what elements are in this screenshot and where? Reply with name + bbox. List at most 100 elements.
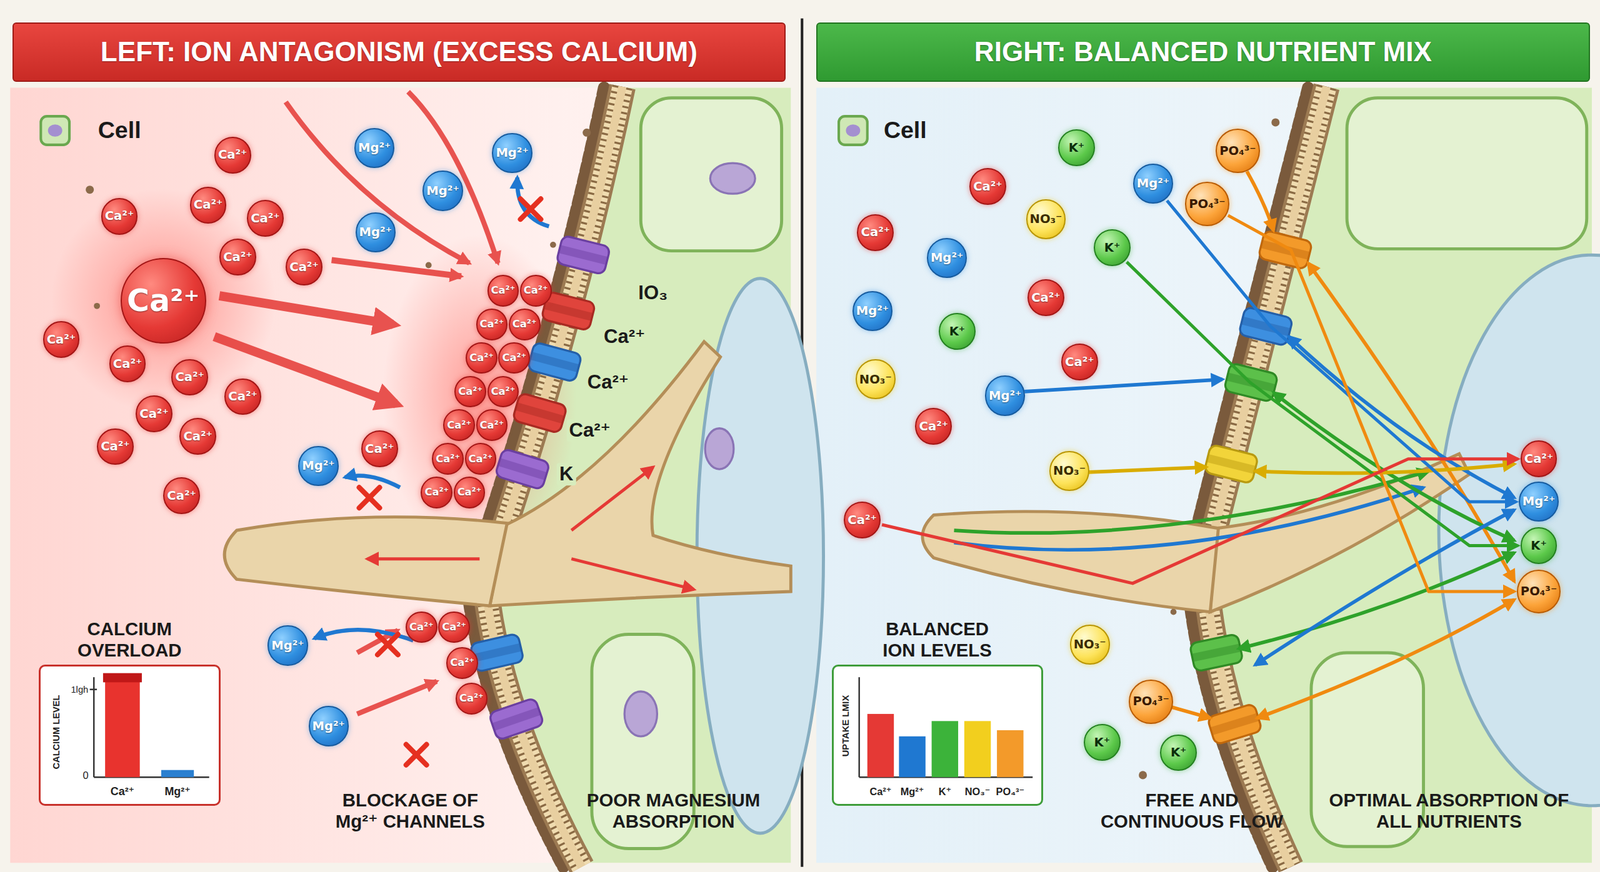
transport-arrow xyxy=(1256,600,1514,719)
ion-ball: Mg²⁺ xyxy=(985,375,1025,416)
ion-symbol: Ca²⁺ xyxy=(501,353,527,364)
banner-title: RIGHT: BALANCED NUTRIENT MIX xyxy=(974,36,1432,67)
ion-channel xyxy=(512,392,568,434)
chart-bar xyxy=(898,736,925,778)
root-hair xyxy=(224,517,507,607)
ion-ball: Ca²⁺ xyxy=(453,476,486,509)
chart-bar xyxy=(867,714,894,778)
ion-symbol: Mg²⁺ xyxy=(271,640,304,653)
banner-title: LEFT: ION ANTAGONISM (EXCESS CALCIUM) xyxy=(100,36,698,67)
chart-bar-cap xyxy=(103,673,142,684)
membrane-label: IO₃ xyxy=(635,281,670,305)
calcium-flood-arrow xyxy=(356,681,437,715)
ion-channel xyxy=(470,633,525,673)
ion-symbol: Ca²⁺ xyxy=(469,353,494,364)
ion-symbol: Ca²⁺ xyxy=(523,285,549,296)
ion-ball: Ca²⁺ xyxy=(454,376,487,409)
block-mark xyxy=(377,635,399,656)
ion-ball: Ca²⁺ xyxy=(135,395,173,433)
bounce-arrow xyxy=(345,475,400,488)
axis-title: CALCIUM LEVEL xyxy=(50,695,62,770)
ion-channel xyxy=(556,235,611,275)
axis-category: Mg²⁺ xyxy=(164,785,190,799)
ion-channel xyxy=(488,698,545,742)
ion-symbol: Ca²⁺ xyxy=(491,386,516,397)
caption-text: BLOCKAGE OF Mg²⁺ CHANNELS xyxy=(325,790,495,833)
ion-symbol: PO₄³⁻ xyxy=(1132,695,1169,709)
uptake-arrow xyxy=(1088,467,1207,473)
root-flow-arrow xyxy=(367,557,480,561)
axis-category: PO₄³⁻ xyxy=(996,786,1025,799)
block-mark xyxy=(520,198,542,220)
calcium-flood-arrow xyxy=(219,295,394,325)
plant-cell xyxy=(640,98,782,252)
ion-symbol: Ca²⁺ xyxy=(365,443,395,456)
ion-symbol: K⁺ xyxy=(1530,540,1547,553)
ion-channel xyxy=(1206,703,1262,746)
calcium-flood-arrow xyxy=(214,336,397,405)
flow-arrow xyxy=(1126,261,1519,546)
soil-grain xyxy=(550,241,557,249)
chart-bar xyxy=(105,675,140,778)
ion-symbol: Ca²⁺ xyxy=(441,622,467,633)
chart-heading: BALANCED ION LEVELS xyxy=(868,618,1007,662)
flow-arrow xyxy=(1166,200,1517,502)
root-flow-arrow xyxy=(954,487,1424,550)
root-hair xyxy=(490,341,792,607)
chart-ground xyxy=(831,665,1044,807)
ion-ball: Ca²⁺ xyxy=(1520,440,1558,478)
ion-symbol: Ca²⁺ xyxy=(435,454,460,465)
ion-symbol: Ca²⁺ xyxy=(223,251,253,264)
flow-arrow xyxy=(1228,215,1515,592)
ion-ball: PO₄³⁻ xyxy=(1215,128,1260,173)
ion-ball: Ca²⁺ xyxy=(109,345,147,383)
calcium-flood-arrow xyxy=(408,91,499,264)
ion-symbol: K⁺ xyxy=(949,325,966,339)
ion-ball: Ca²⁺ xyxy=(508,308,541,341)
chart-bar xyxy=(161,770,194,778)
bar-chart-box: BALANCED ION LEVELS xyxy=(831,665,1044,806)
ion-symbol: Ca²⁺ xyxy=(480,420,505,431)
ion-symbol: Ca²⁺ xyxy=(183,430,213,444)
axis-category: Ca²⁺ xyxy=(110,785,135,799)
membrane-label: K xyxy=(556,463,576,486)
transport-arrow xyxy=(1238,553,1515,649)
calcium-flood-arrow xyxy=(285,101,470,264)
ion-ball: Ca²⁺ xyxy=(465,342,498,375)
uptake-arrow xyxy=(1170,706,1211,719)
ion-ball: K⁺ xyxy=(1083,724,1121,762)
chart-axis xyxy=(93,677,95,778)
ion-ball: Ca²⁺ xyxy=(190,186,227,224)
ion-ball: Ca²⁺ xyxy=(246,200,284,237)
ion-ball: Ca²⁺ xyxy=(179,418,217,455)
ion-ball: Ca²⁺ xyxy=(1061,343,1099,381)
ion-ball: Mg²⁺ xyxy=(491,133,532,174)
ion-symbol: Ca²⁺ xyxy=(1524,453,1554,466)
ion-symbol: Ca²⁺ xyxy=(468,454,494,465)
ion-ball: K⁺ xyxy=(1058,129,1095,167)
ion-symbol: Ca²⁺ xyxy=(1065,356,1095,369)
ion-symbol: Ca²⁺ xyxy=(457,487,482,498)
ion-ball: Ca²⁺ xyxy=(476,308,509,341)
ion-symbol: Ca²⁺ xyxy=(861,226,891,239)
soil-grain xyxy=(1170,609,1177,616)
ion-symbol: Mg²⁺ xyxy=(1136,177,1170,190)
ion-channel xyxy=(1189,633,1244,672)
ion-ball: Ca²⁺ xyxy=(163,477,200,515)
axis-category: Mg²⁺ xyxy=(900,786,925,799)
ion-ball: Ca²⁺ xyxy=(487,275,520,307)
ion-symbol: Ca²⁺ xyxy=(126,285,200,317)
axis-tick-label: 0 xyxy=(83,769,89,782)
ion-ball: NO₃⁻ xyxy=(855,359,896,400)
soil-grain xyxy=(425,262,432,269)
ion-ball: Ca²⁺ xyxy=(969,168,1007,205)
ion-symbol: NO₃⁻ xyxy=(1030,213,1063,226)
axis-tick-label: 1lgh xyxy=(70,684,89,695)
membrane-label: Ca²⁺ xyxy=(585,371,632,394)
chart-axis xyxy=(858,677,860,778)
ion-ball: NO₃⁻ xyxy=(1026,199,1067,240)
axis-title: UPTAKE LMIX xyxy=(840,695,852,757)
ion-ball: Ca²⁺ xyxy=(171,359,209,397)
ion-channel xyxy=(1203,444,1259,484)
ion-ball: K⁺ xyxy=(938,313,976,350)
